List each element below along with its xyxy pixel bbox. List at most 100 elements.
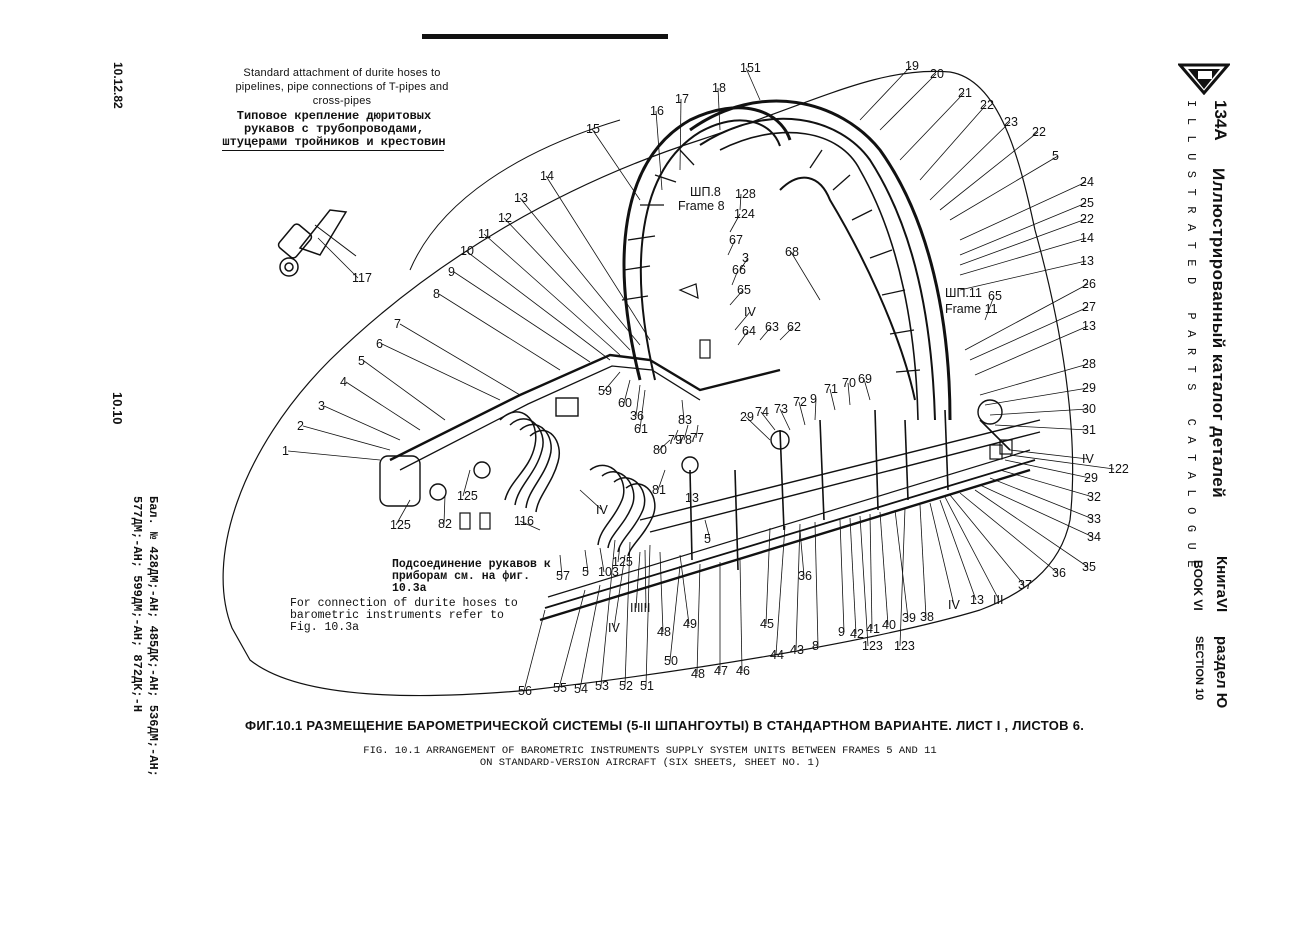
callout-6: 6 — [376, 337, 383, 351]
leader-line-48 — [659, 551, 664, 633]
callout-68: 68 — [785, 245, 799, 259]
callout-20: 20 — [930, 67, 944, 81]
callout-9: 9 — [838, 625, 845, 639]
leader-line-26 — [964, 283, 1089, 351]
callout-116: 116 — [514, 514, 534, 528]
leader-line-7 — [399, 323, 521, 396]
leader-line-116 — [519, 520, 541, 531]
callout-36: 36 — [798, 569, 812, 583]
callout-34: 34 — [1087, 530, 1101, 544]
callout-65: 65 — [988, 289, 1002, 303]
callout-46: 46 — [736, 664, 750, 678]
callout-III: III — [640, 601, 650, 615]
callout-36: 36 — [1052, 566, 1066, 580]
callout-38: 38 — [920, 610, 934, 624]
leader-line-71 — [829, 388, 836, 411]
callout-62: 62 — [787, 320, 801, 334]
leader-line-51 — [645, 544, 651, 687]
leader-line-103 — [599, 547, 605, 573]
callout-125: 125 — [457, 489, 478, 503]
callout-26: 26 — [1082, 277, 1096, 291]
callout-128: 128 — [735, 187, 756, 201]
leader-line-3 — [739, 257, 749, 271]
callout-57: 57 — [556, 569, 570, 583]
leader-line-67 — [727, 239, 736, 256]
fuselage-outline — [222, 70, 1074, 697]
leader-line-65 — [984, 295, 995, 321]
callout-16: 16 — [650, 104, 664, 118]
leader-line-151 — [745, 67, 761, 101]
leader-line-83 — [681, 399, 685, 421]
leader-line-70 — [847, 382, 851, 406]
leader-line-57 — [559, 554, 563, 577]
callout-47: 47 — [714, 664, 728, 678]
leader-line-1 — [287, 450, 381, 461]
leader-line-124 — [729, 213, 741, 233]
callout-48: 48 — [657, 625, 671, 639]
center-hose-bundle — [589, 464, 625, 546]
connection-note-en: For connection of durite hoses to barome… — [290, 597, 518, 634]
leader-line-13 — [519, 197, 641, 346]
leader-line-45 — [765, 527, 771, 625]
callout-11: 11 — [478, 227, 491, 241]
leader-line-29 — [1004, 459, 1091, 479]
callout-36: 36 — [630, 409, 644, 423]
leader-line-8 — [438, 293, 561, 371]
leader-line-9 — [839, 519, 845, 633]
connection-note-ru: Подсоединение рукавов к приборам см. на … — [392, 558, 551, 595]
leader-line-13 — [939, 499, 977, 601]
callout-14: 14 — [540, 169, 554, 183]
leader-line-III — [635, 551, 641, 609]
leader-line-12 — [503, 217, 631, 351]
callout-21: 21 — [958, 86, 972, 100]
leader-line-28 — [979, 363, 1089, 396]
callout-51: 51 — [640, 679, 654, 693]
callout-63: 63 — [765, 320, 779, 334]
leader-line-34 — [979, 484, 1094, 538]
callout-72: 72 — [793, 395, 807, 409]
leader-line-38 — [919, 504, 927, 618]
leader-line-IV — [613, 554, 626, 629]
callout-29: 29 — [1084, 471, 1098, 485]
callout-125: 125 — [390, 518, 411, 532]
figure-caption-en-line1: FIG. 10.1 ARRANGEMENT OF BAROMETRIC INST… — [363, 745, 937, 757]
callout-42: 42 — [850, 627, 864, 641]
leader-line-19 — [859, 65, 912, 121]
leader-line-5 — [704, 519, 711, 540]
leader-line-20 — [879, 73, 937, 131]
leader-line-40 — [879, 511, 889, 626]
callout-22: 22 — [1032, 125, 1046, 139]
callout-32: 32 — [1087, 490, 1101, 504]
callout-103: 103 — [598, 565, 619, 579]
leader-line-32 — [999, 469, 1094, 498]
leader-line-128 — [739, 193, 742, 211]
leader-line-IV — [579, 489, 603, 511]
leader-line-59 — [603, 371, 621, 392]
leader-line-68 — [790, 251, 821, 301]
leader-line-22 — [959, 218, 1087, 266]
frame-8-label-ru: ШП.8 — [690, 185, 721, 199]
callout-15: 15 — [586, 122, 600, 136]
leader-line-53 — [600, 539, 616, 687]
callout-78: 78 — [678, 433, 692, 447]
leader-line-44 — [775, 525, 786, 656]
callout-56: 56 — [518, 684, 532, 698]
leader-line-125 — [462, 469, 471, 497]
leader-line-13 — [959, 260, 1087, 291]
leader-line-36 — [635, 384, 641, 417]
leader-line-62 — [779, 326, 794, 341]
callout-70: 70 — [842, 376, 856, 390]
leader-line-37 — [949, 494, 1025, 586]
leader-line-41 — [869, 513, 873, 630]
leader-line-56 — [523, 609, 546, 692]
callout-33: 33 — [1087, 512, 1101, 526]
callout-77: 77 — [690, 431, 704, 445]
leader-line-22 — [919, 104, 987, 181]
callout-9: 9 — [448, 265, 455, 279]
callout-52: 52 — [619, 679, 633, 693]
leader-line-43 — [795, 523, 801, 651]
callout-60: 60 — [618, 396, 632, 410]
callout-69: 69 — [858, 372, 872, 386]
